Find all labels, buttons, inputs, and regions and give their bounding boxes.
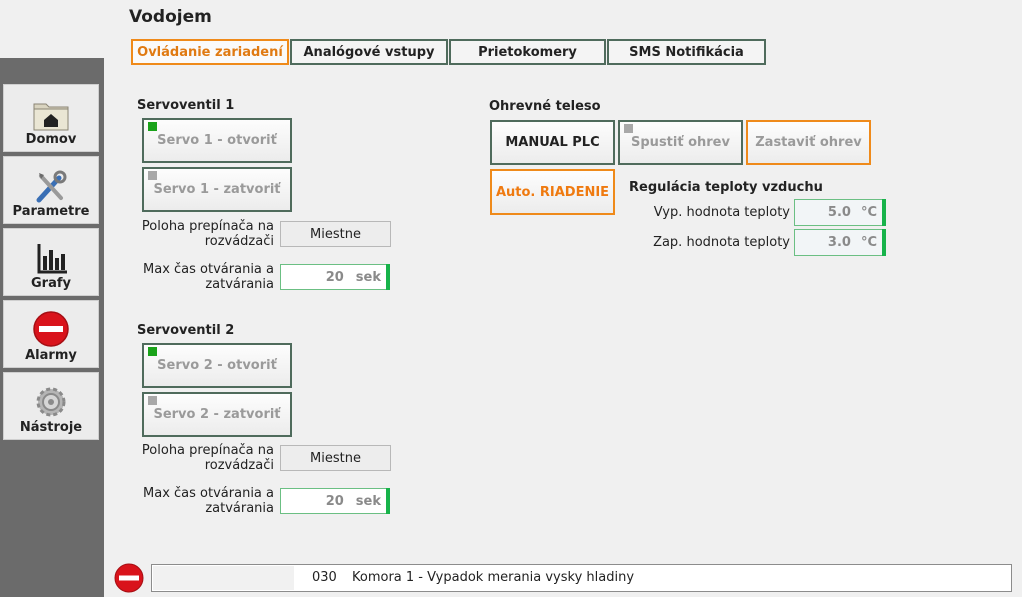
sidebar-item-label: Grafy [31,276,71,291]
servo2-close-button[interactable]: Servo 2 - zatvoriť [142,392,292,437]
servo1-maxtime-label: Max čas otvárania a zatvárania [143,262,274,292]
status-led [148,171,157,180]
servo1-close-button[interactable]: Servo 1 - zatvoriť [142,167,292,212]
tools-icon [36,170,67,203]
on-temp-label: Zap. hodnota teploty [653,235,790,250]
alarm-code: 030 [312,570,337,585]
maxtime-unit: sek [355,493,381,509]
button-label: Servo 1 - zatvoriť [153,182,281,197]
servo1-title: Servoventil 1 [137,98,235,113]
servo1-switch-label: Poloha prepínača na rozvádzači [141,219,274,249]
page-title: Vodojem [129,7,212,27]
start-heating-button[interactable]: Spustiť ohrev [618,120,743,165]
value-bar [386,488,390,514]
servo2-maxtime-input[interactable]: 20 sek [280,488,390,514]
off-temp-label: Vyp. hodnota teploty [653,205,790,220]
regulation-title: Regulácia teploty vzduchu [629,180,823,195]
temp-unit: °C [860,235,877,250]
on-temp-value: 3.0 [827,235,851,250]
alarm-icon[interactable] [114,563,144,593]
sidebar-item-label: Parametre [12,204,90,219]
value-bar [882,229,886,256]
sidebar-item-domov[interactable]: Domov [3,84,99,152]
temp-unit: °C [860,205,877,220]
maxtime-unit: sek [355,269,381,285]
maxtime-value: 20 [325,493,344,509]
sidebar-item-parametre[interactable]: Parametre [3,156,99,224]
servo1-switch-value: Miestne [280,221,391,247]
off-temp-value: 5.0 [827,205,851,220]
heater-title: Ohrevné teleso [489,99,601,114]
sidebar-item-label: Alarmy [25,348,77,363]
tab-analogove-vstupy[interactable]: Analógové vstupy [290,39,448,65]
off-temp-input[interactable]: 5.0 °C [794,199,886,226]
no-entry-icon [33,311,69,347]
servo2-open-button[interactable]: Servo 2 - otvoriť [142,343,292,388]
manual-plc-button[interactable]: MANUAL PLC [490,120,615,165]
sidebar-item-alarmy[interactable]: Alarmy [3,300,99,368]
auto-control-button[interactable]: Auto. RIADENIE [490,169,615,215]
value-bar [882,199,886,226]
bar-chart-icon [37,244,67,274]
button-label: Servo 2 - otvoriť [157,358,277,373]
alarm-message-bar[interactable]: 030 Komora 1 - Vypadok merania vysky hla… [151,564,1012,592]
sidebar-item-nastroje[interactable]: Nástroje [3,372,99,440]
servo1-open-button[interactable]: Servo 1 - otvoriť [142,118,292,163]
servo2-switch-value: Miestne [280,445,391,471]
button-label: Spustiť ohrev [631,135,730,150]
gear-icon [36,387,66,417]
button-label: Servo 2 - zatvoriť [153,407,281,422]
maxtime-value: 20 [325,269,344,285]
stop-heating-button[interactable]: Zastaviť ohrev [746,120,871,165]
alarm-timestamp-area [153,566,294,590]
sidebar-item-label: Nástroje [19,420,83,435]
status-led [148,122,157,131]
servo1-maxtime-input[interactable]: 20 sek [280,264,390,290]
sidebar-item-label: Domov [25,132,77,147]
sidebar: Domov Parametre Grafy Alarmy [0,58,104,597]
sidebar-item-grafy[interactable]: Grafy [3,228,99,296]
tab-ovladanie-zariadeni[interactable]: Ovládanie zariadení [131,39,289,65]
home-folder-icon [33,103,69,131]
servo2-title: Servoventil 2 [137,323,235,338]
status-led [624,124,633,133]
button-label: Servo 1 - otvoriť [157,133,277,148]
servo2-switch-label: Poloha prepínača na rozvádzači [141,443,274,473]
tab-prietokomery[interactable]: Prietokomery [449,39,606,65]
status-led [148,347,157,356]
servo2-maxtime-label: Max čas otvárania a zatvárania [143,486,274,516]
status-led [148,396,157,405]
tab-sms-notifikacia[interactable]: SMS Notifikácia [607,39,766,65]
value-bar [386,264,390,290]
on-temp-input[interactable]: 3.0 °C [794,229,886,256]
alarm-message: Komora 1 - Vypadok merania vysky hladiny [352,570,635,585]
